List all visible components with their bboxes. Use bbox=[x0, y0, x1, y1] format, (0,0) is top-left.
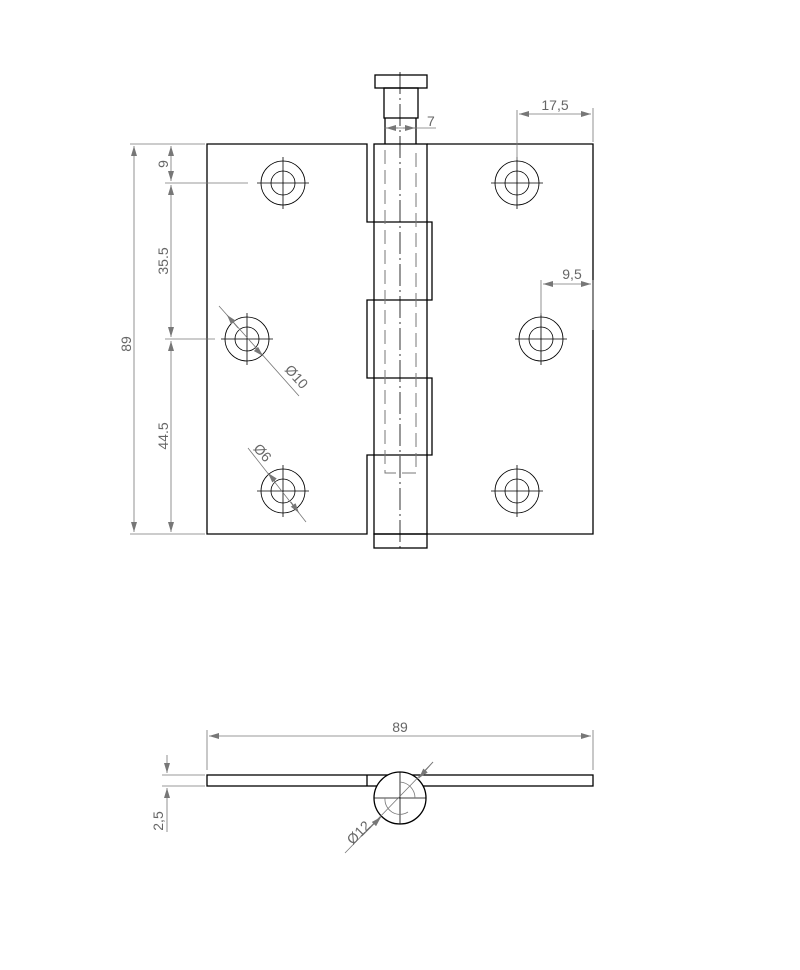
hole-right-middle bbox=[515, 313, 567, 365]
hidden-pin-lines bbox=[384, 150, 417, 474]
dim-knuckle-diameter: Ø12 bbox=[343, 817, 373, 847]
dim-top-hole-offset: 9 bbox=[155, 160, 171, 168]
right-leaf-outline bbox=[427, 143, 594, 535]
hole-left-top bbox=[257, 157, 309, 209]
dim-overall-width: 89 bbox=[392, 719, 408, 735]
hole-right-bottom bbox=[491, 465, 543, 517]
hole-right-top bbox=[491, 157, 543, 209]
hole-left-middle bbox=[221, 313, 273, 365]
dim-hole-spacing-upper: 35.5 bbox=[155, 247, 171, 274]
knuckle bbox=[373, 143, 428, 535]
dim-pin-diameter: 7 bbox=[427, 113, 435, 129]
left-leaf-outline bbox=[206, 143, 433, 535]
holes bbox=[221, 157, 567, 517]
side-dimension-lines bbox=[162, 730, 594, 854]
front-view: 89 9 35.5 44.5 7 17,5 9,5 Ø10 Ø6 bbox=[118, 72, 594, 552]
dim-overall-height: 89 bbox=[118, 336, 134, 352]
dim-hole-spacing-lower: 44.5 bbox=[155, 422, 171, 449]
pin-cap-bottom bbox=[373, 533, 428, 549]
pin-head bbox=[374, 74, 428, 89]
side-view: 89 2,5 Ø12 bbox=[150, 719, 594, 854]
dim-hole-diameter: Ø6 bbox=[251, 440, 276, 465]
dim-middle-hole-offset: 9,5 bbox=[562, 266, 582, 282]
dim-thickness: 2,5 bbox=[150, 811, 166, 831]
pin-neck bbox=[383, 87, 419, 119]
dim-counterbore-diameter: Ø10 bbox=[282, 361, 312, 392]
hole-left-bottom bbox=[257, 465, 309, 517]
dimension-lines bbox=[130, 108, 594, 535]
dim-right-hole-offset: 17,5 bbox=[541, 97, 568, 113]
